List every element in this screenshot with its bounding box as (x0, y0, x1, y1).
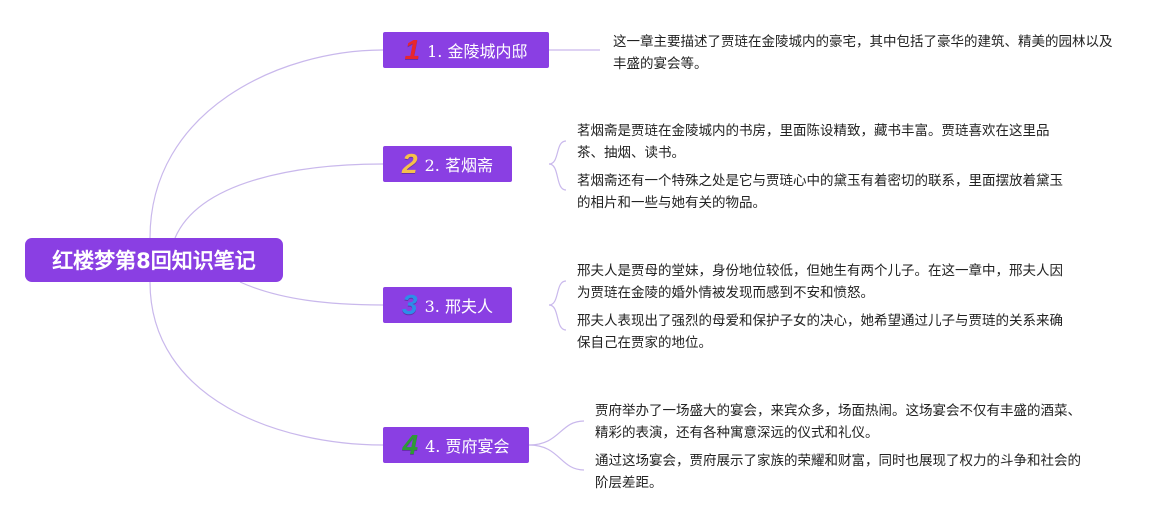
connector-branch-3-note-1 (548, 280, 567, 306)
branch-node-4[interactable]: 4 4. 贾府宴会 (383, 427, 529, 463)
connector-branch-3-note-2 (548, 304, 567, 331)
note-2-1: 茗烟斋是贾琏在金陵城内的书房，里面陈设精致，藏书丰富。贾琏喜欢在这里品茶、抽烟、… (577, 123, 1050, 161)
connector-branch-4-note-1 (528, 420, 585, 446)
root-node[interactable]: 红楼梦第8回知识笔记 (25, 238, 283, 282)
connector-root-branch-3 (239, 281, 384, 306)
branch-label-4: 4. 贾府宴会 (425, 437, 510, 456)
note-4-1: 贾府举办了一场盛大的宴会，来宾众多，场面热闹。这场宴会不仅有丰盛的酒菜、精彩的表… (595, 403, 1081, 441)
branch-node-3[interactable]: 3 3. 邢夫人 (383, 287, 512, 323)
note-1-1: 这一章主要描述了贾琏在金陵城内的豪宅，其中包括了豪华的建筑、精美的园林以及丰盛的… (613, 34, 1113, 72)
branch-node-2[interactable]: 2 2. 茗烟斋 (383, 146, 512, 182)
branch-label-1: 1. 金陵城内邸 (427, 42, 528, 61)
connector-branch-4-note-2 (528, 444, 585, 471)
branch-node-1[interactable]: 1 1. 金陵城内邸 (383, 32, 549, 68)
connector-branch-2-note-2 (548, 163, 567, 191)
number-one-icon: 1 (404, 34, 421, 65)
note-3-1: 邢夫人是贾母的堂妹，身份地位较低，但她生有两个儿子。在这一章中，邢夫人因为贾琏在… (577, 263, 1063, 301)
root-label: 红楼梦第8回知识笔记 (52, 249, 256, 273)
connector-root-branch-1 (149, 49, 384, 239)
number-three-icon: 3 (402, 289, 418, 320)
note-3-2: 邢夫人表现出了强烈的母爱和保护子女的决心，她希望通过儿子与贾琏的关系来确保自己在… (577, 313, 1063, 351)
connector-root-branch-2 (174, 163, 384, 239)
note-2-2: 茗烟斋还有一个特殊之处是它与贾琏心中的黛玉有着密切的联系，里面摆放着黛玉的相片和… (577, 173, 1063, 211)
connector-branch-2-note-1 (548, 140, 567, 165)
branch-label-3: 3. 邢夫人 (424, 297, 493, 316)
branch-label-2: 2. 茗烟斋 (424, 156, 493, 175)
connector-root-branch-4 (149, 281, 384, 446)
number-four-icon: 4 (402, 429, 419, 460)
number-two-icon: 2 (402, 148, 418, 179)
note-4-2: 通过这场宴会，贾府展示了家族的荣耀和财富，同时也展现了权力的斗争和社会的阶层差距… (595, 453, 1081, 491)
